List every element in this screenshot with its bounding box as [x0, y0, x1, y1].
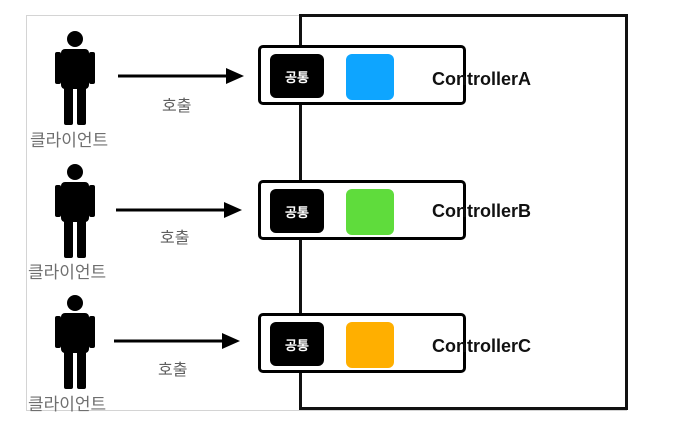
- common-label: 공통: [285, 205, 309, 221]
- common-label: 공통: [285, 338, 309, 354]
- client-person-icon: [55, 295, 95, 389]
- call-arrow-icon: [114, 333, 240, 349]
- call-arrow-icon: [116, 202, 242, 218]
- call-label: 호출: [162, 96, 192, 115]
- controller-name: ControllerC: [432, 336, 531, 356]
- controller-box: 공통: [258, 45, 466, 105]
- call-label: 호출: [160, 228, 190, 247]
- call-arrow-icon: [118, 68, 244, 84]
- client-person-icon: [55, 164, 95, 258]
- controller-color-block: [346, 322, 394, 368]
- controller-box: 공통: [258, 180, 466, 240]
- controller-name: ControllerA: [432, 69, 531, 89]
- common-logic-block: 공통: [270, 322, 324, 366]
- controller-name: ControllerB: [432, 201, 531, 221]
- common-logic-block: 공통: [270, 189, 324, 233]
- common-logic-block: 공통: [270, 54, 324, 98]
- call-label: 호출: [158, 360, 188, 379]
- client-label: 클라이언트: [30, 131, 109, 151]
- common-label: 공통: [285, 70, 309, 86]
- client-person-icon: [55, 31, 95, 125]
- client-label: 클라이언트: [28, 263, 107, 283]
- controller-box: 공통: [258, 313, 466, 373]
- controller-color-block: [346, 189, 394, 235]
- controller-color-block: [346, 54, 394, 100]
- client-label: 클라이언트: [28, 395, 107, 415]
